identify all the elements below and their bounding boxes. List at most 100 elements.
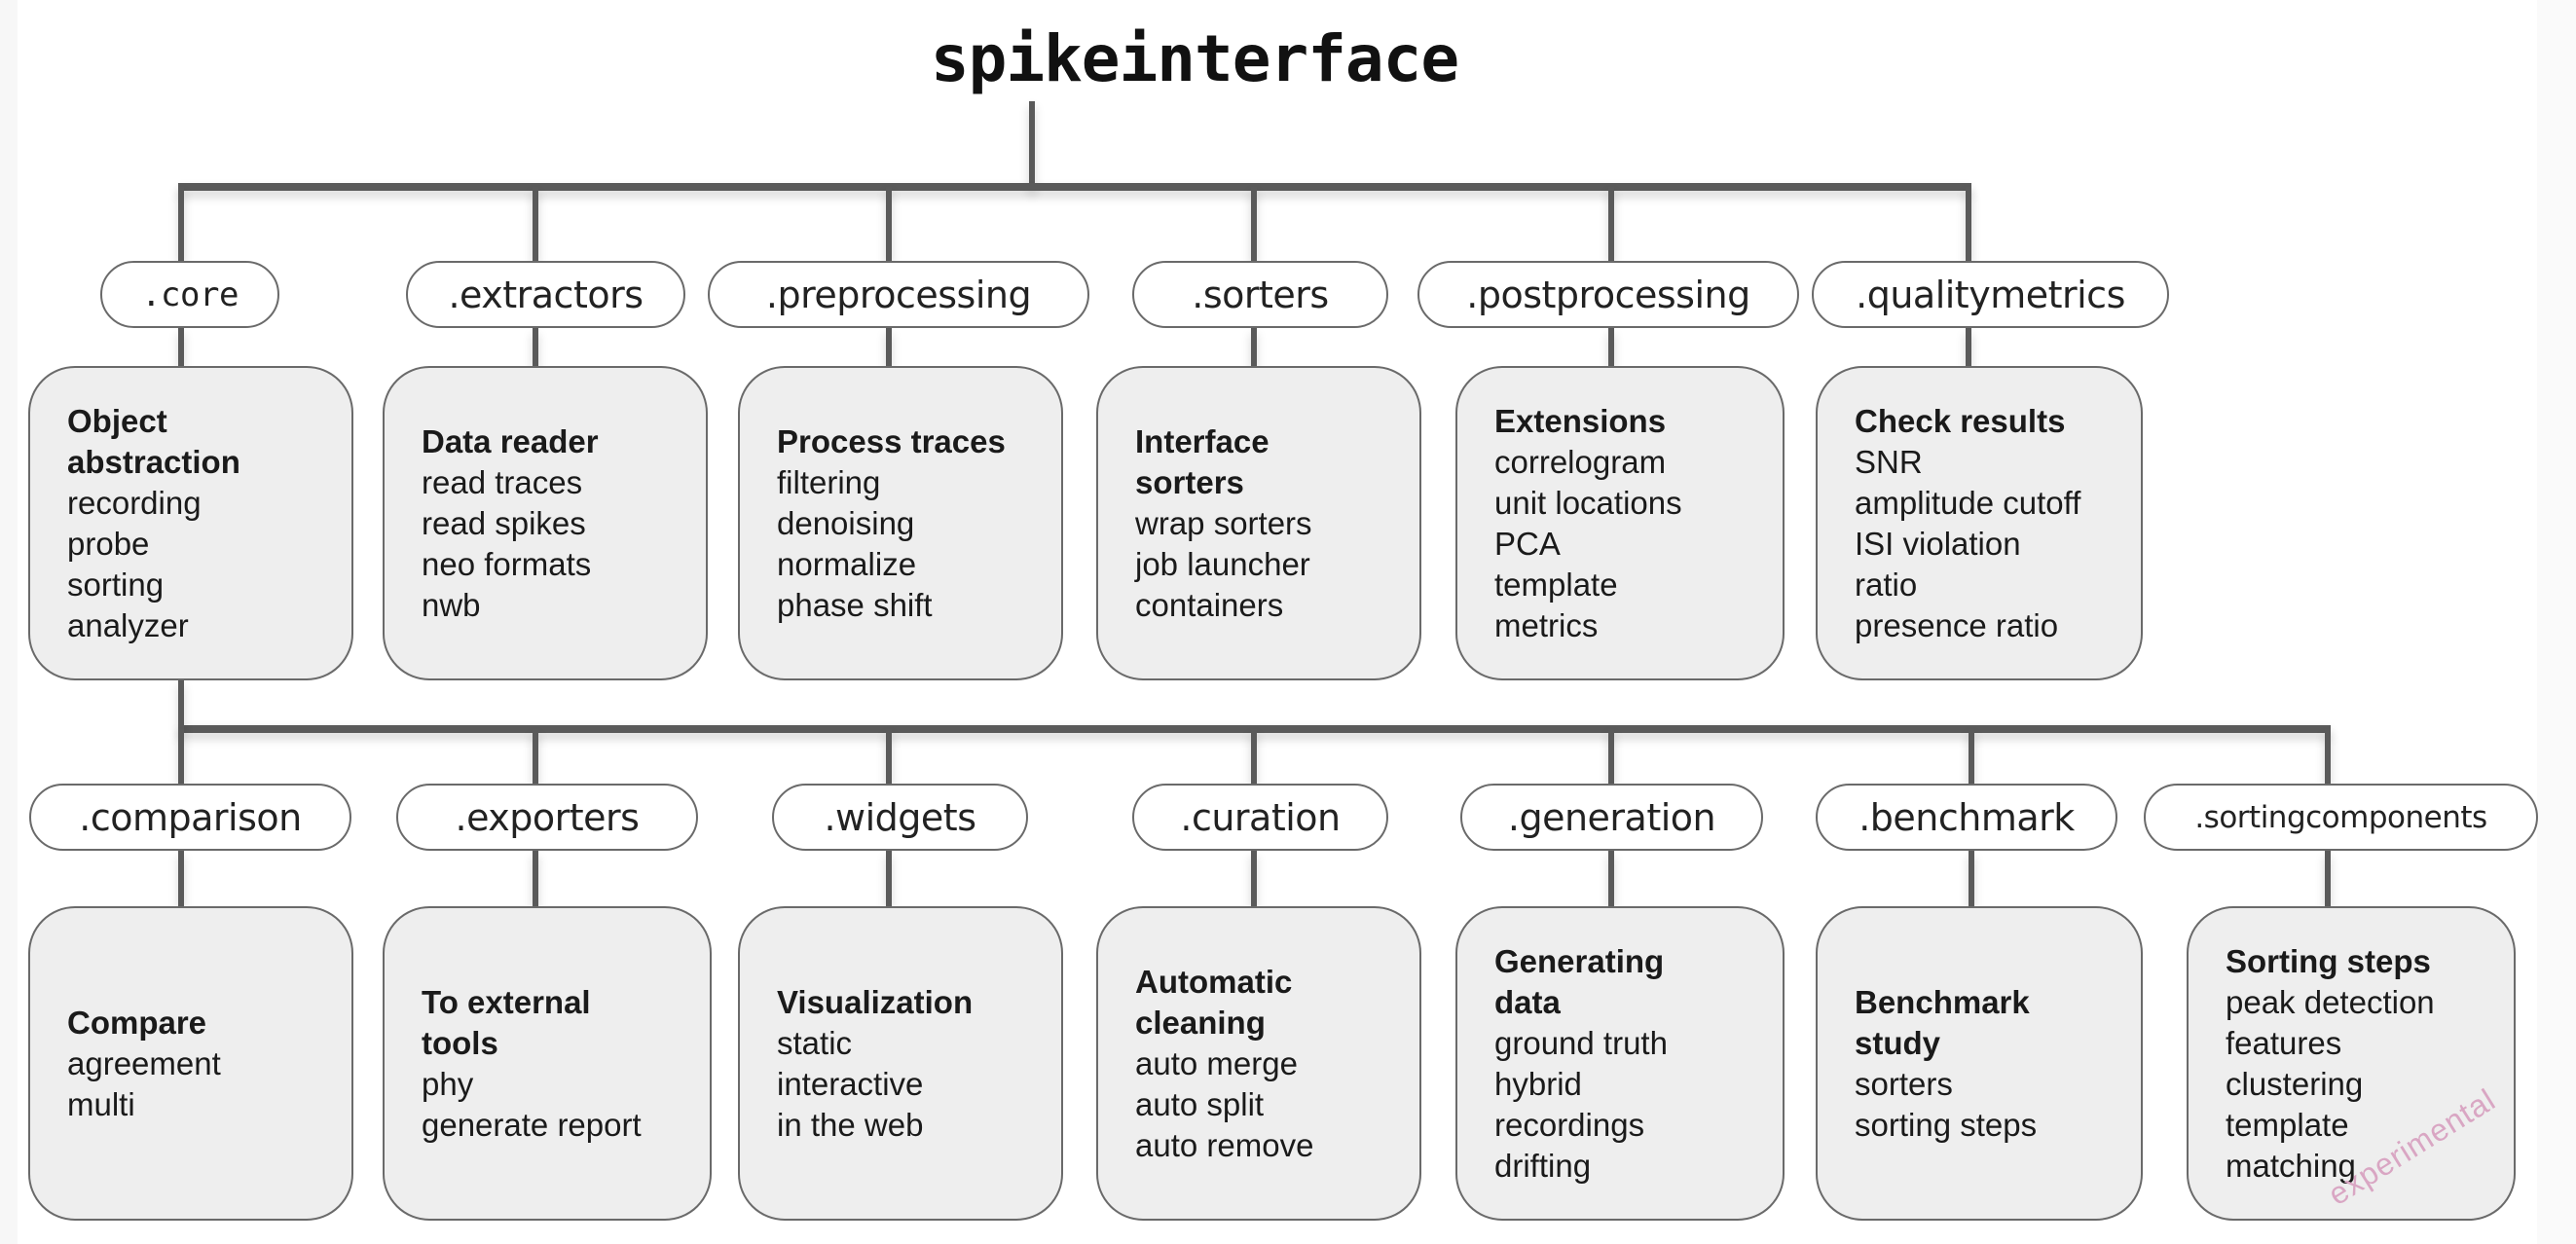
box-item: metrics xyxy=(1494,606,1599,643)
module-name: .sortingcomponents xyxy=(2194,799,2487,835)
box-item: static xyxy=(777,1024,853,1061)
box-item: multi xyxy=(67,1085,135,1122)
box-heading: Object xyxy=(67,402,167,439)
box-item: correlogram xyxy=(1494,443,1667,480)
module-box-sorters: Interface sorters wrap sorters job launcher… xyxy=(1096,366,1421,680)
box-heading: Interface xyxy=(1135,422,1270,459)
box-item: in the web xyxy=(777,1106,924,1143)
box-heading: Check results xyxy=(1855,402,2066,439)
drop-line xyxy=(1608,729,1614,784)
link-line xyxy=(533,851,538,906)
drop-line xyxy=(178,729,184,784)
box-item: peak detection xyxy=(2226,983,2435,1020)
drop-line xyxy=(886,729,892,784)
box-heading: sorters xyxy=(1135,463,1244,500)
link-line xyxy=(1969,851,1974,906)
box-item: hybrid xyxy=(1494,1065,1582,1102)
box-item: presence ratio xyxy=(1855,606,2059,643)
box-item: read spikes xyxy=(422,504,586,541)
box-item: auto remove xyxy=(1135,1126,1314,1163)
box-item: ratio xyxy=(1855,566,1918,603)
module-name: .preprocessing xyxy=(765,273,1032,316)
box-item: read traces xyxy=(422,463,583,500)
link-line xyxy=(178,851,184,906)
link-line xyxy=(1608,328,1614,366)
module-name: .extractors xyxy=(448,273,644,316)
module-pill-sortingcomponents: .sortingcomponents xyxy=(2144,784,2538,851)
drop-line xyxy=(1251,729,1257,784)
box-item: clustering xyxy=(2226,1065,2364,1102)
box-heading: Extensions xyxy=(1494,402,1667,439)
module-box-sortingcomponents: Sorting steps peak detection features clust… xyxy=(2187,906,2516,1221)
module-name: .qualitymetrics xyxy=(1856,273,2125,316)
box-item: neo formats xyxy=(422,545,592,582)
module-name: .comparison xyxy=(79,795,302,839)
box-item: amplitude cutoff xyxy=(1855,484,2081,521)
drop-line xyxy=(1969,729,1974,784)
link-line xyxy=(178,328,184,366)
link-line xyxy=(1251,328,1257,366)
box-item: phy xyxy=(422,1065,474,1102)
box-item: normalize xyxy=(777,545,917,582)
box-item: agreement xyxy=(67,1044,221,1081)
box-item: ground truth xyxy=(1494,1024,1668,1061)
box-item: PCA xyxy=(1494,525,1561,562)
core-to-bus-line xyxy=(178,680,184,729)
box-item: nwb xyxy=(422,586,481,623)
left-margin xyxy=(0,0,18,1244)
box-item: features xyxy=(2226,1024,2342,1061)
module-pill-comparison: .comparison xyxy=(29,784,351,851)
box-item: phase shift xyxy=(777,586,933,623)
box-item: template xyxy=(1494,566,1618,603)
box-item: wrap sorters xyxy=(1135,504,1312,541)
box-heading: Compare xyxy=(67,1004,207,1041)
module-pill-benchmark: .benchmark xyxy=(1816,784,2117,851)
module-name: .generation xyxy=(1507,795,1716,839)
box-heading: data xyxy=(1494,983,1561,1020)
module-pill-extractors: .extractors xyxy=(406,261,685,328)
module-name: .postprocessing xyxy=(1466,273,1750,316)
box-item: sorting xyxy=(67,566,165,603)
link-line xyxy=(533,328,538,366)
diagram-title: spikeinterface xyxy=(930,21,1459,96)
module-pill-exporters: .exporters xyxy=(396,784,698,851)
box-heading: abstraction xyxy=(67,443,240,480)
module-pill-sorters: .sorters xyxy=(1132,261,1388,328)
box-heading: Automatic xyxy=(1135,963,1293,1000)
drop-line xyxy=(2325,729,2331,784)
module-pill-core: .core xyxy=(100,261,279,328)
box-item: sorting steps xyxy=(1855,1106,2038,1143)
module-pill-widgets: .widgets xyxy=(772,784,1028,851)
box-heading: study xyxy=(1855,1024,1941,1061)
title-trunk-line xyxy=(1029,101,1035,189)
module-name: .benchmark xyxy=(1858,795,2075,839)
right-margin xyxy=(2537,0,2576,1244)
link-line xyxy=(1608,851,1614,906)
box-item: recordings xyxy=(1494,1106,1645,1143)
box-item: denoising xyxy=(777,504,915,541)
box-item: template xyxy=(2226,1106,2349,1143)
module-pill-qualitymetrics: .qualitymetrics xyxy=(1812,261,2169,328)
drop-line xyxy=(533,187,538,261)
box-item: recording xyxy=(67,484,202,521)
module-pill-postprocessing: .postprocessing xyxy=(1417,261,1799,328)
box-heading: cleaning xyxy=(1135,1004,1266,1041)
box-item: containers xyxy=(1135,586,1284,623)
module-pill-preprocessing: .preprocessing xyxy=(708,261,1089,328)
box-heading: Sorting steps xyxy=(2226,942,2431,979)
box-item: job launcher xyxy=(1135,545,1310,582)
drop-line xyxy=(178,187,184,261)
box-item: generate report xyxy=(422,1106,642,1143)
link-line xyxy=(886,328,892,366)
module-pill-curation: .curation xyxy=(1132,784,1388,851)
box-item: probe xyxy=(67,525,150,562)
box-item: filtering xyxy=(777,463,881,500)
top-bus-line xyxy=(178,183,1971,191)
